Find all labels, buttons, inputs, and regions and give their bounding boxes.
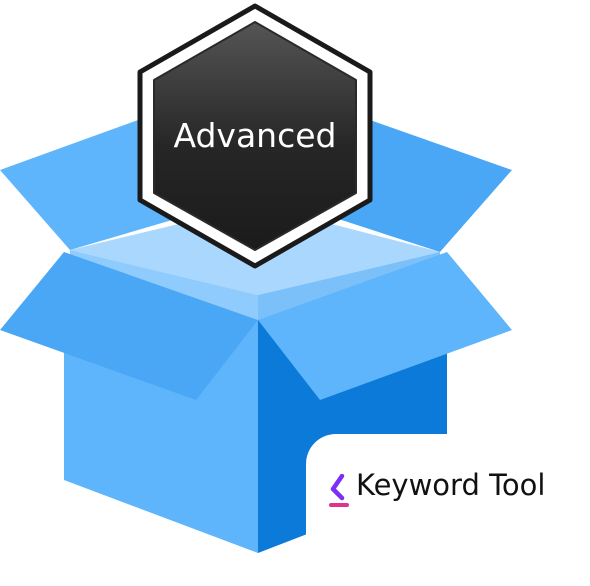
badge-label: Advanced bbox=[173, 116, 336, 155]
box-front-right-flap bbox=[258, 252, 512, 400]
badge-hexagon bbox=[153, 21, 357, 251]
box-inner-right bbox=[258, 252, 440, 320]
box-front-left-flap bbox=[0, 252, 258, 400]
keyword-tool-logo-icon bbox=[329, 474, 349, 507]
brand-name: Keyword Tool bbox=[356, 468, 546, 502]
brand-card: Keyword Tool bbox=[306, 434, 590, 544]
box-inner-left bbox=[70, 250, 258, 320]
